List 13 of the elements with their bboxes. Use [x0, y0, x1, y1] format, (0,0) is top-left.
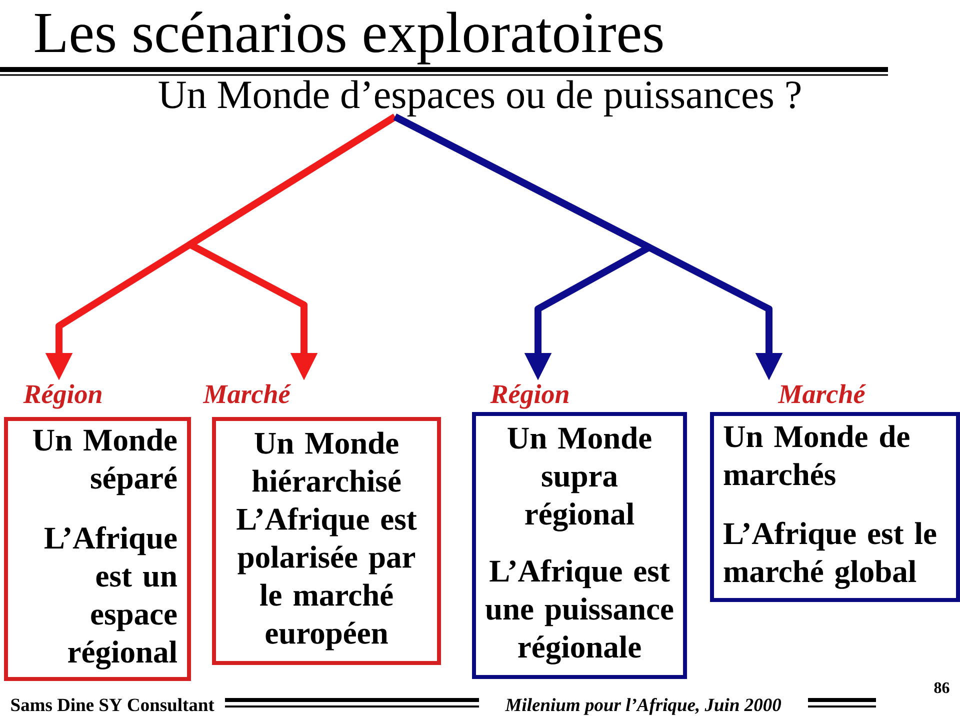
scenario-box: Un Monde de marchés L’Afrique est le marché global: [710, 412, 960, 602]
scenario-box: Un Monde supra régional L’Afrique est une puissance régionale: [472, 412, 688, 679]
branch-heading: Marché: [778, 384, 866, 404]
scenario-box: Un Monde hiérarchisé L’Afrique est polarisée par le marché européen: [212, 417, 442, 665]
footer-text: Milenium pour l’Afrique, Juin 2000: [505, 698, 782, 715]
branch-heading: Région: [490, 384, 568, 409]
branch-heading: Marché: [202, 384, 291, 404]
scenario-box: Un Monde séparé L’Afrique est un espace régional: [4, 417, 191, 681]
slide-title: Les scénarios exploratoires: [34, 12, 663, 64]
branch-heading: Région: [23, 384, 102, 409]
footer-text: Sams Dine SY Consultant: [11, 698, 214, 712]
page-number: 86: [934, 682, 950, 694]
question-text: Un Monde d’espaces ou de puissances ?: [158, 80, 800, 116]
